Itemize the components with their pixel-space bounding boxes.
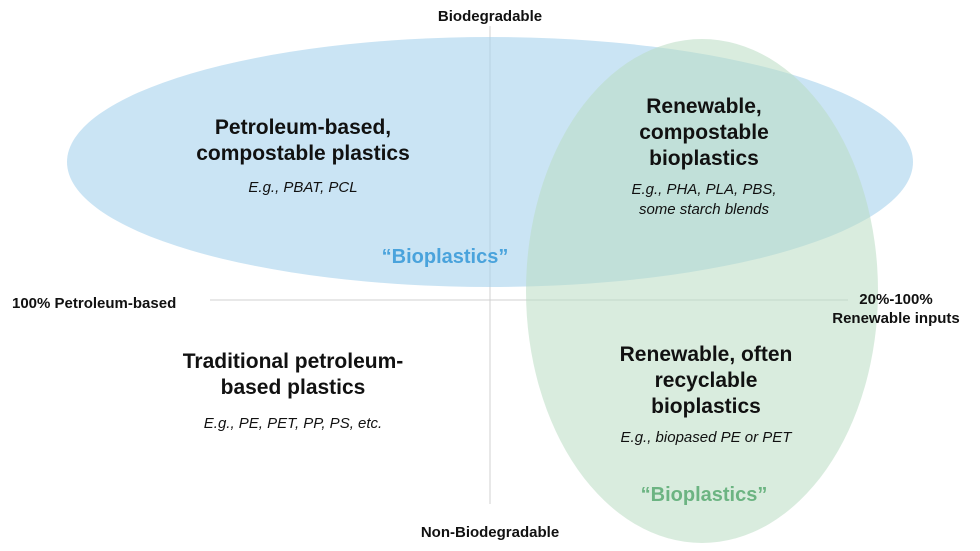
- quadrant-bottom-right-title-line-2: recyclable: [655, 369, 758, 392]
- quadrant-top-right-example-line-1: E.g., PHA, PLA, PBS,: [631, 181, 776, 198]
- quadrant-top-right-title-line-3: bioplastics: [649, 147, 759, 170]
- quadrant-bottom-left-example: E.g., PE, PET, PP, PS, etc.: [204, 415, 382, 432]
- quadrant-bottom-right-title-line-3: bioplastics: [651, 395, 761, 418]
- quadrant-top-left-title-line-1: Petroleum-based,: [215, 116, 391, 139]
- quadrant-top-left-title-line-2: compostable plastics: [196, 142, 410, 165]
- axis-label-left: 100% Petroleum-based: [12, 295, 176, 312]
- quadrant-top-right-example-line-2: some starch blends: [639, 201, 770, 218]
- axis-label-right-line1: 20%-100%: [859, 291, 932, 308]
- quadrant-bottom-left-title-line-1: Traditional petroleum-: [183, 350, 404, 373]
- axis-label-bottom: Non-Biodegradable: [421, 524, 559, 541]
- green-bioplastics-label: “Bioplastics”: [641, 484, 768, 506]
- blue-bioplastics-label: “Bioplastics”: [382, 246, 509, 268]
- quadrant-top-right-title-line-2: compostable: [639, 121, 769, 144]
- quadrant-bottom-right-example: E.g., biopased PE or PET: [621, 429, 794, 446]
- green-bioplastics-region: [526, 39, 878, 543]
- axis-label-right-line2: Renewable inputs: [832, 310, 960, 327]
- axis-label-top: Biodegradable: [438, 8, 542, 25]
- quadrant-top-left-example: E.g., PBAT, PCL: [248, 179, 357, 196]
- quadrant-bottom-left-title-line-2: based plastics: [221, 376, 366, 399]
- quadrant-top-right-title-line-1: Renewable,: [646, 95, 762, 118]
- quadrant-bottom-right-title-line-1: Renewable, often: [620, 343, 793, 366]
